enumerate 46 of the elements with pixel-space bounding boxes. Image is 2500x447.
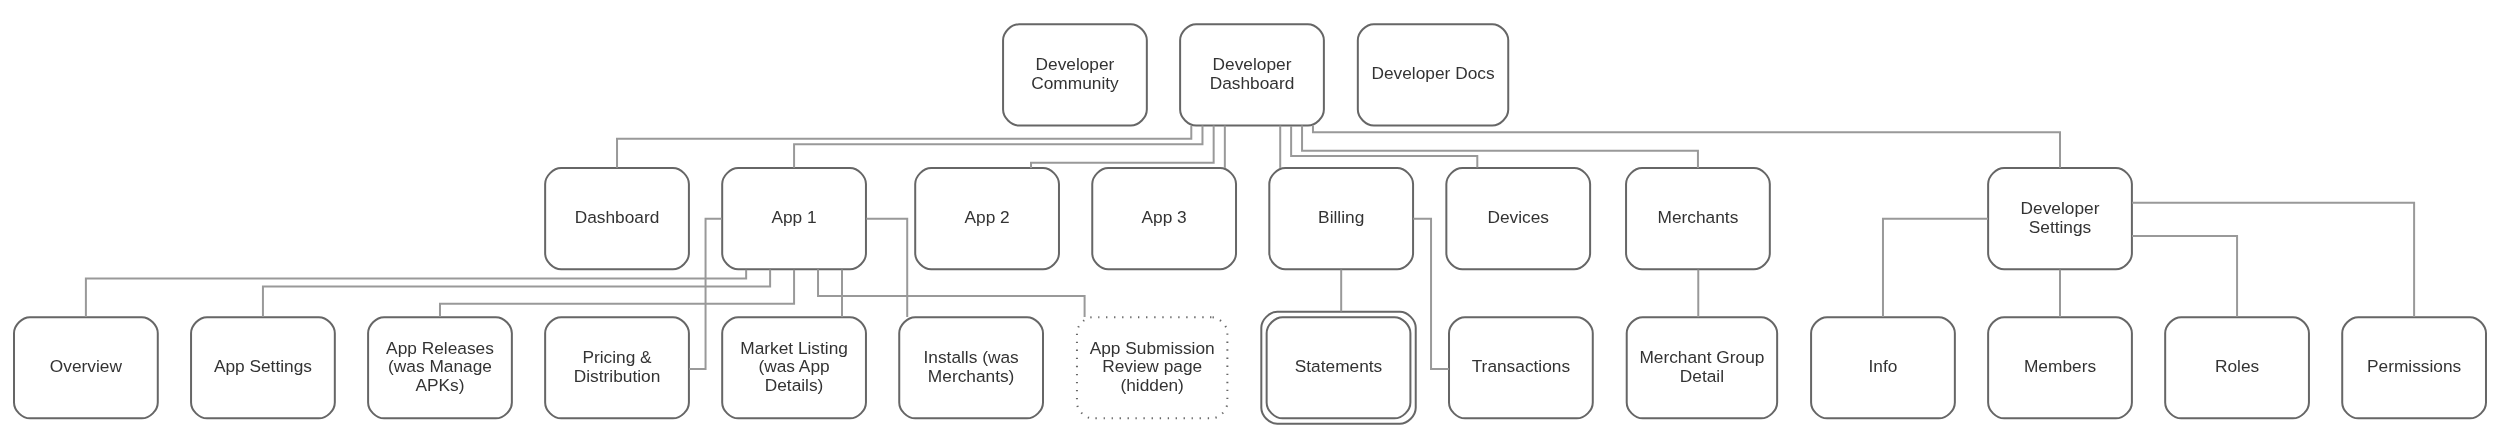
connector (1223, 124, 1226, 169)
node-box: Developer Docs (1356, 22, 1510, 126)
node-box: Merchants (1625, 166, 1771, 270)
connector (2131, 234, 2239, 318)
node-box: Roles (2164, 315, 2310, 419)
node-box: Developer Community (1002, 22, 1148, 126)
node-box: Overview (13, 315, 159, 419)
node-box: Dashboard (544, 166, 690, 270)
node-box: Merchant Group Detail (1625, 315, 1779, 419)
connector (865, 217, 909, 318)
connector (2131, 201, 2416, 318)
node-box: Info (1810, 315, 1956, 419)
connector (84, 268, 748, 318)
connector (1340, 268, 1343, 312)
node-box: Pricing & Distribution (544, 315, 690, 419)
node-box: App Submission Review page (hidden) (1075, 315, 1229, 419)
node-box: Devices (1445, 166, 1592, 270)
connector (688, 217, 723, 370)
node-box: App 2 (914, 166, 1060, 270)
connector (1697, 268, 1700, 318)
connector (1290, 124, 1479, 169)
connector (261, 267, 772, 318)
node-box: Developer Dashboard (1179, 22, 1325, 126)
node-box: Billing (1268, 166, 1415, 270)
connector (841, 268, 843, 318)
node-box: App 1 (721, 166, 867, 270)
node-box: App Settings (190, 315, 336, 419)
node-box: Permissions (2341, 315, 2487, 419)
node-box: Developer Settings (1987, 166, 2133, 270)
node-box: Transactions (1448, 315, 1594, 419)
node-box: App Releases (was Manage APKs) (367, 315, 513, 419)
connector (1301, 124, 1699, 169)
connector (1881, 217, 1989, 318)
connector (1412, 217, 1450, 370)
connector (1311, 124, 2061, 169)
connector (817, 267, 1086, 318)
node-box: Market Listing (was App Details) (721, 315, 867, 419)
node-box: App 3 (1091, 166, 1237, 270)
node-box: Members (1987, 315, 2133, 419)
connector (2059, 268, 2061, 318)
connector (1279, 124, 1282, 169)
connector (793, 124, 1204, 169)
node-box: Installs (was Merchants) (898, 315, 1044, 419)
connector (1030, 124, 1215, 169)
node-box: Statements (1260, 310, 1417, 425)
connector (439, 268, 796, 318)
